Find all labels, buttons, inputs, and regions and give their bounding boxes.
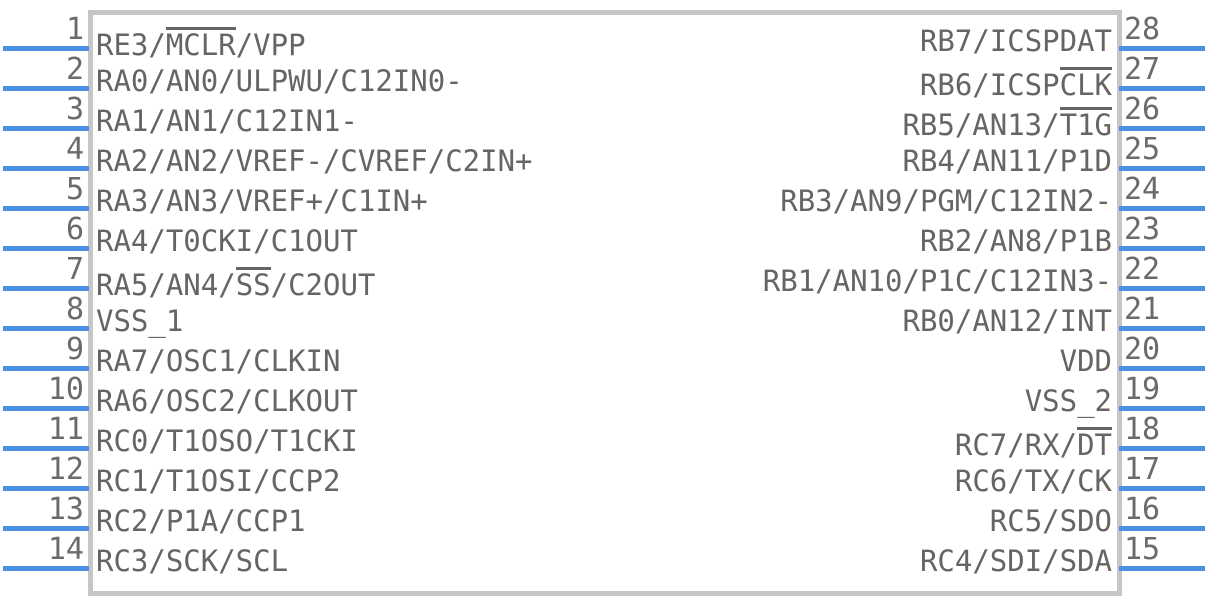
pin-line-20 <box>1119 366 1205 371</box>
pin-number-16: 16 <box>1124 492 1161 527</box>
pin-number-2: 2 <box>65 52 84 87</box>
pin-label-5: RA3/AN3/VREF+/C1IN+ <box>96 184 428 218</box>
pin-line-14 <box>3 566 89 571</box>
pin-number-6: 6 <box>65 212 84 247</box>
pin-number-19: 19 <box>1124 372 1161 407</box>
pin-line-15 <box>1119 566 1205 571</box>
pin-line-4 <box>3 166 89 171</box>
pin-label-25: RB4/AN11/P1D <box>902 144 1112 178</box>
pin-label-23: RB2/AN8/P1B <box>919 224 1112 258</box>
pin-line-26 <box>1119 126 1205 131</box>
pin-number-13: 13 <box>47 492 84 527</box>
pin-number-12: 12 <box>47 452 84 487</box>
pin-line-9 <box>3 366 89 371</box>
pin-number-7: 7 <box>65 252 84 287</box>
pin-number-26: 26 <box>1124 92 1161 127</box>
pin-line-18 <box>1119 446 1205 451</box>
pin-line-28 <box>1119 46 1205 51</box>
pin-number-14: 14 <box>47 532 84 567</box>
pin-line-21 <box>1119 326 1205 331</box>
pin-line-6 <box>3 246 89 251</box>
pin-number-17: 17 <box>1124 452 1161 487</box>
pin-label-16: RC5/SDO <box>989 504 1112 538</box>
pin-label-4: RA2/AN2/VREF-/CVREF/C2IN+ <box>96 144 533 178</box>
pin-number-24: 24 <box>1124 172 1161 207</box>
pin-number-1: 1 <box>65 12 84 47</box>
pin-number-27: 27 <box>1124 52 1161 87</box>
pin-line-23 <box>1119 246 1205 251</box>
pin-line-24 <box>1119 206 1205 211</box>
pin-label-20: VDD <box>1059 344 1112 378</box>
pin-line-25 <box>1119 166 1205 171</box>
pin-number-23: 23 <box>1124 212 1161 247</box>
pin-number-11: 11 <box>47 412 84 447</box>
pin-line-17 <box>1119 486 1205 491</box>
pin-number-15: 15 <box>1124 532 1161 567</box>
pin-line-1 <box>3 46 89 51</box>
pin-line-5 <box>3 206 89 211</box>
pin-number-5: 5 <box>65 172 84 207</box>
pin-line-7 <box>3 286 89 291</box>
pin-label-6: RA4/T0CKI/C1OUT <box>96 224 358 258</box>
pin-label-28: RB7/ICSPDAT <box>919 24 1112 58</box>
pin-line-19 <box>1119 406 1205 411</box>
pin-label-19: VSS_2 <box>1024 384 1112 418</box>
pin-line-27 <box>1119 86 1205 91</box>
pin-line-22 <box>1119 286 1205 291</box>
pin-label-9: RA7/OSC1/CLKIN <box>96 344 341 378</box>
pin-label-7: RA5/AN4/SS/C2OUT <box>96 267 376 302</box>
pin-number-3: 3 <box>65 92 84 127</box>
pin-number-9: 9 <box>65 332 84 367</box>
pin-number-25: 25 <box>1124 132 1161 167</box>
pin-number-20: 20 <box>1124 332 1161 367</box>
pin-line-11 <box>3 446 89 451</box>
pin-label-14: RC3/SCK/SCL <box>96 544 289 578</box>
chip-body-outline <box>88 10 1122 596</box>
pin-label-10: RA6/OSC2/CLKOUT <box>96 384 358 418</box>
pin-line-8 <box>3 326 89 331</box>
pin-label-22: RB1/AN10/P1C/C12IN3- <box>762 264 1112 298</box>
pin-number-8: 8 <box>65 292 84 327</box>
pin-line-12 <box>3 486 89 491</box>
pin-line-10 <box>3 406 89 411</box>
pin-number-21: 21 <box>1124 292 1161 327</box>
pin-number-28: 28 <box>1124 12 1161 47</box>
pin-label-3: RA1/AN1/C12IN1- <box>96 104 358 138</box>
pin-number-22: 22 <box>1124 252 1161 287</box>
pin-number-18: 18 <box>1124 412 1161 447</box>
pin-number-10: 10 <box>47 372 84 407</box>
pin-label-27: RB6/ICSPCLK <box>919 67 1112 102</box>
pin-label-13: RC2/P1A/CCP1 <box>96 504 306 538</box>
pin-label-18: RC7/RX/DT <box>954 427 1112 462</box>
pin-number-4: 4 <box>65 132 84 167</box>
pin-label-15: RC4/SDI/SDA <box>919 544 1112 578</box>
pin-line-3 <box>3 126 89 131</box>
pin-label-17: RC6/TX/CK <box>954 464 1112 498</box>
pin-line-16 <box>1119 526 1205 531</box>
pin-line-2 <box>3 86 89 91</box>
pin-line-13 <box>3 526 89 531</box>
pin-label-12: RC1/T1OSI/CCP2 <box>96 464 341 498</box>
pin-label-24: RB3/AN9/PGM/C12IN2- <box>780 184 1112 218</box>
pin-label-1: RE3/MCLR/VPP <box>96 27 306 62</box>
pin-label-26: RB5/AN13/T1G <box>902 107 1112 142</box>
pin-label-8: VSS_1 <box>96 304 184 338</box>
pin-label-11: RC0/T1OSO/T1CKI <box>96 424 358 458</box>
pin-label-2: RA0/AN0/ULPWU/C12IN0- <box>96 64 463 98</box>
pin-label-21: RB0/AN12/INT <box>902 304 1112 338</box>
